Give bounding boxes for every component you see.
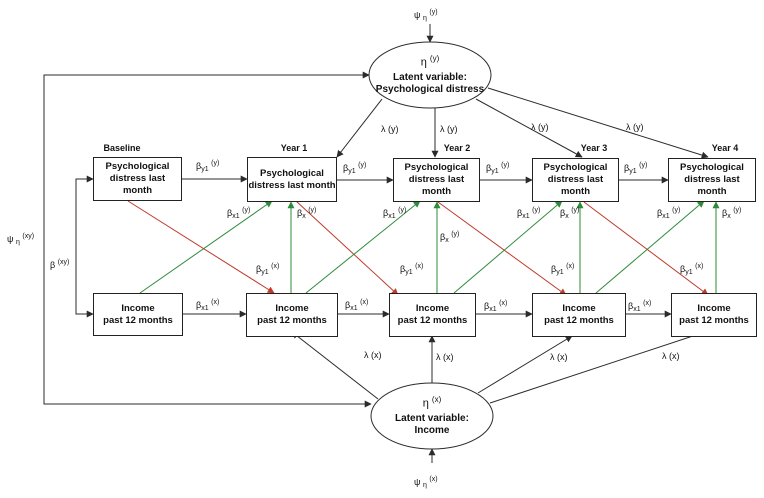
distress-box-year-2: Psychological distress last month xyxy=(393,158,480,202)
latent-distress-node: η (y) Latent variable: Psychological dis… xyxy=(369,42,491,108)
beta-y1-x-label-4: βy1 (x) xyxy=(680,263,704,276)
income-box-baseline: Income past 12 months xyxy=(93,293,183,336)
income-box-year-4: Income past 12 months xyxy=(671,293,757,337)
distress-box-baseline: Psychological distress last month xyxy=(93,157,182,201)
beta-x1-y-label-3: βx1 (y) xyxy=(517,207,541,220)
lambda-y-arrow-4 xyxy=(487,87,709,159)
beta-x-y-label-1: βx (y) xyxy=(297,207,317,220)
beta-y1-x-label-3: βy1 (x) xyxy=(551,263,575,276)
beta-x-y-label-3: βx (y) xyxy=(560,207,580,220)
distress-box-year-1: Psychological distress last month xyxy=(247,157,337,202)
latent-distress-symbol: η (y) xyxy=(420,53,440,69)
box-line-2: distress last month xyxy=(408,174,465,197)
crosslag-red-1 xyxy=(295,200,399,296)
box-line-2: past 12 months xyxy=(544,315,614,326)
box-line-2: past 12 months xyxy=(103,314,173,326)
box-line-2: distress last month xyxy=(248,179,336,191)
beta-y1-y-label-3: βy1 (y) xyxy=(486,162,510,175)
latent-income-label-2: Income xyxy=(414,425,450,437)
beta-y1-x-label-1: βy1 (x) xyxy=(256,263,280,276)
lambda-y-arrow-3 xyxy=(475,98,583,158)
beta-x1-y-label-4: βx1 (y) xyxy=(657,207,681,220)
beta-y1-x-label-2: βy1 (x) xyxy=(400,263,424,276)
latent-income-node: η (x) Latent variable: Income xyxy=(371,383,493,449)
crosslag-red-2 xyxy=(437,201,567,296)
box-line-1: Psychological xyxy=(680,162,744,173)
distress-box-year-4: Psychological distress last month xyxy=(668,158,756,202)
box-line-1: Psychological xyxy=(260,167,324,179)
lambda-x-label-4: λ (x) xyxy=(662,351,680,361)
beta-y1-y-label-2: βy1 (y) xyxy=(343,162,367,175)
crosslag-green-0 xyxy=(139,200,273,294)
crosslag-green-3 xyxy=(595,200,705,294)
lambda-x-arrow-1 xyxy=(291,331,379,400)
box-line-1: Income xyxy=(275,303,309,314)
beta-covariance-label: β (xy) xyxy=(50,259,70,270)
box-line-2: distress last month xyxy=(684,174,740,197)
beta-x1-y-label-2: βx1 (y) xyxy=(383,207,407,220)
lambda-y-label-1: λ (y) xyxy=(381,124,399,134)
box-line-2: past 12 months xyxy=(257,315,327,326)
beta-x1-x-label-4: βx1 (x) xyxy=(628,300,652,313)
lambda-y-label-2: λ (y) xyxy=(440,124,458,134)
lambda-x-arrow-4 xyxy=(489,329,709,404)
distress-box-year-3: Psychological distress last month xyxy=(532,158,619,202)
latent-distress-label-1: Latent variable: xyxy=(393,72,467,84)
column-header-year-1: Year 1 xyxy=(280,143,308,153)
crosslag-red-3 xyxy=(583,201,709,296)
beta-x1-y-label-1: βx1 (y) xyxy=(227,207,251,220)
latent-income-label-1: Latent variable: xyxy=(395,413,469,425)
latent-distress-label-2: Psychological distress xyxy=(375,84,485,96)
latent-income-symbol: η (x) xyxy=(422,394,442,410)
lambda-y-arrow-1 xyxy=(336,98,383,158)
beta-x1-x-label-1: βx1 (x) xyxy=(196,299,220,312)
lambda-x-label-2: λ (x) xyxy=(436,352,454,362)
box-line-1: Psychological xyxy=(105,161,170,172)
lambda-y-label-4: λ (y) xyxy=(626,122,644,132)
column-header-year-3: Year 3 xyxy=(580,143,608,153)
beta-x1-x-label-3: βx1 (x) xyxy=(484,300,508,313)
psi-income-label: ψ η (x) xyxy=(414,476,438,489)
box-line-1: Psychological xyxy=(543,162,608,173)
box-line-1: Income xyxy=(415,303,450,314)
box-line-2: past 12 months xyxy=(679,315,749,326)
psi-covariance-label: ψ η (xy) xyxy=(7,233,35,246)
beta-x1-x-label-2: βx1 (x) xyxy=(345,299,369,312)
income-box-year-2: Income past 12 months xyxy=(389,293,476,337)
box-line-1: Income xyxy=(121,302,155,314)
box-line-2: distress last month xyxy=(547,174,604,197)
box-line-1: Psychological xyxy=(404,162,469,173)
income-box-year-1: Income past 12 months xyxy=(246,293,338,337)
lambda-x-label-1: λ (x) xyxy=(364,350,382,360)
income-box-year-3: Income past 12 months xyxy=(532,293,626,337)
lambda-y-label-3: λ (y) xyxy=(531,122,549,132)
box-line-2: distress last month xyxy=(109,173,166,196)
column-header-year-2: Year 2 xyxy=(443,143,471,153)
psi-distress-label: ψ η (y) xyxy=(414,9,438,22)
beta-x-y-label-4: βx (y) xyxy=(722,207,742,220)
column-header-year-4: Year 4 xyxy=(711,143,739,153)
crosslag-red-0 xyxy=(127,200,275,294)
latent-covariance-path xyxy=(43,71,372,408)
box-line-1: Income xyxy=(562,303,596,314)
beta-y1-y-label-1: βy1 (y) xyxy=(196,160,220,173)
baseline-covariance-path xyxy=(75,175,94,318)
box-line-1: Income xyxy=(697,303,731,314)
crosslag-green-1 xyxy=(305,200,421,294)
box-line-2: past 12 months xyxy=(397,315,468,326)
lambda-x-arrow-3 xyxy=(477,335,573,394)
crosslag-green-2 xyxy=(453,200,563,294)
beta-x-y-label-2: βx (y) xyxy=(440,231,460,244)
beta-y1-y-label-4: βy1 (y) xyxy=(624,162,648,175)
column-header-baseline: Baseline xyxy=(103,143,141,153)
lambda-x-label-3: λ (x) xyxy=(550,352,568,362)
